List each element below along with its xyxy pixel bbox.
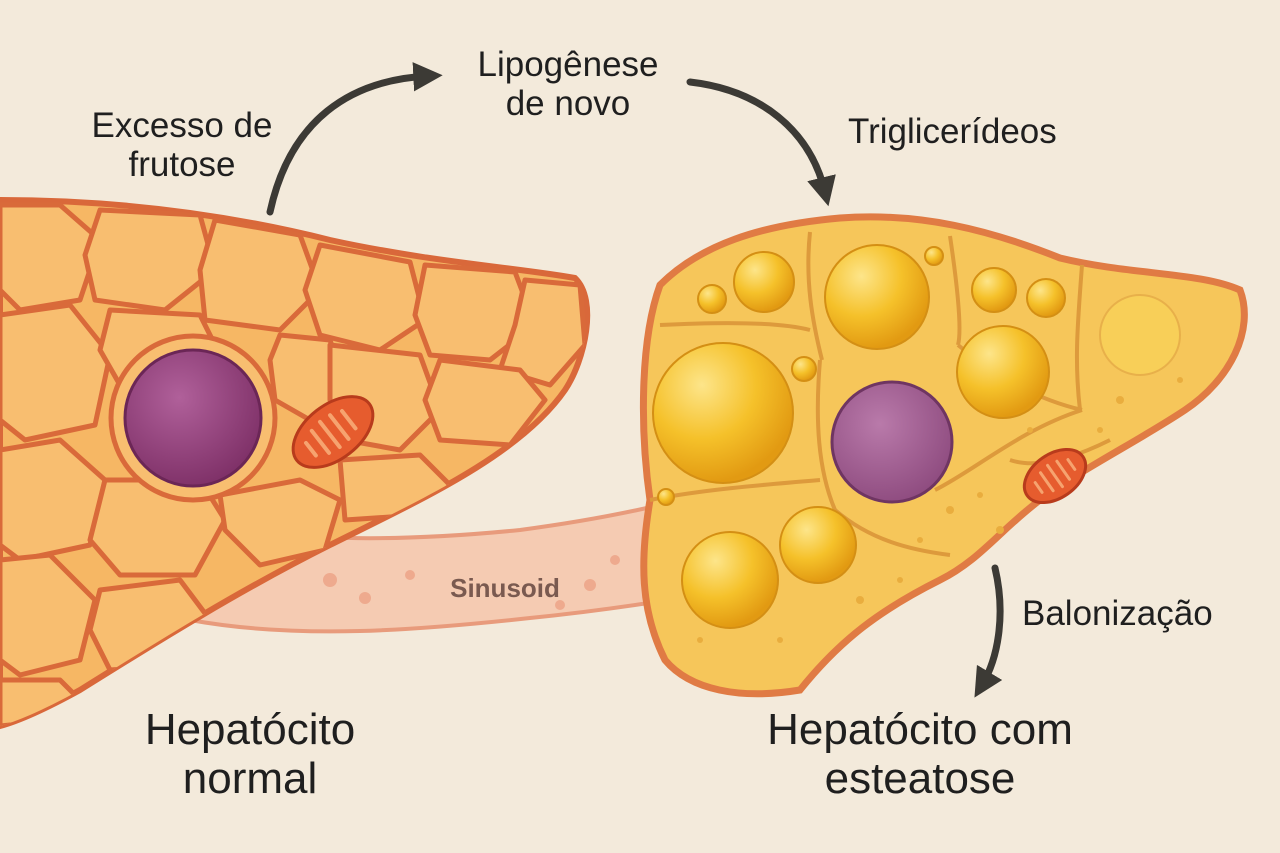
lipid-droplet xyxy=(733,251,795,313)
lipid-droplet xyxy=(956,325,1050,419)
label-triglycerides: Triglicerídeos xyxy=(848,112,1057,151)
arrow-ballooning xyxy=(974,564,1004,698)
label-excess-fructose: Excesso de frutose xyxy=(91,106,273,185)
lipid-droplet xyxy=(657,488,675,506)
nucleus-left xyxy=(123,348,263,488)
normal-hepatocyte-tissue xyxy=(0,196,591,730)
lipid-droplet xyxy=(791,356,817,382)
lipid-droplet xyxy=(1026,278,1066,318)
label-ballooning: Balonização xyxy=(1022,594,1213,633)
mitochondrion-left xyxy=(291,395,375,469)
steatotic-hepatocyte-cell xyxy=(639,213,1248,698)
lipid-droplets xyxy=(652,244,1181,629)
nucleus-right xyxy=(830,380,954,504)
label-steatotic-hepatocyte: Hepatócito com esteatose xyxy=(767,705,1073,804)
mitochondrion-right xyxy=(1022,447,1088,505)
arrow-fructose-to-lipogenesis xyxy=(266,62,443,216)
lipid-droplet xyxy=(697,284,727,314)
arrows xyxy=(266,62,1004,698)
lipid-droplet xyxy=(652,342,794,484)
label-normal-hepatocyte: Hepatócito normal xyxy=(144,705,356,804)
lipid-droplet xyxy=(681,531,779,629)
cytoplasm-speckles xyxy=(697,377,1183,643)
lipid-droplet xyxy=(824,244,930,350)
arrow-lipogenesis-to-triglycerides xyxy=(686,78,836,207)
lipid-droplet xyxy=(779,506,857,584)
lipid-droplet xyxy=(971,267,1017,313)
label-lipogenesis: Lipogênese de novo xyxy=(477,45,659,124)
lipid-droplet xyxy=(1099,294,1181,376)
lipid-droplet xyxy=(924,246,944,266)
label-sinusoid: Sinusoid xyxy=(450,573,560,603)
